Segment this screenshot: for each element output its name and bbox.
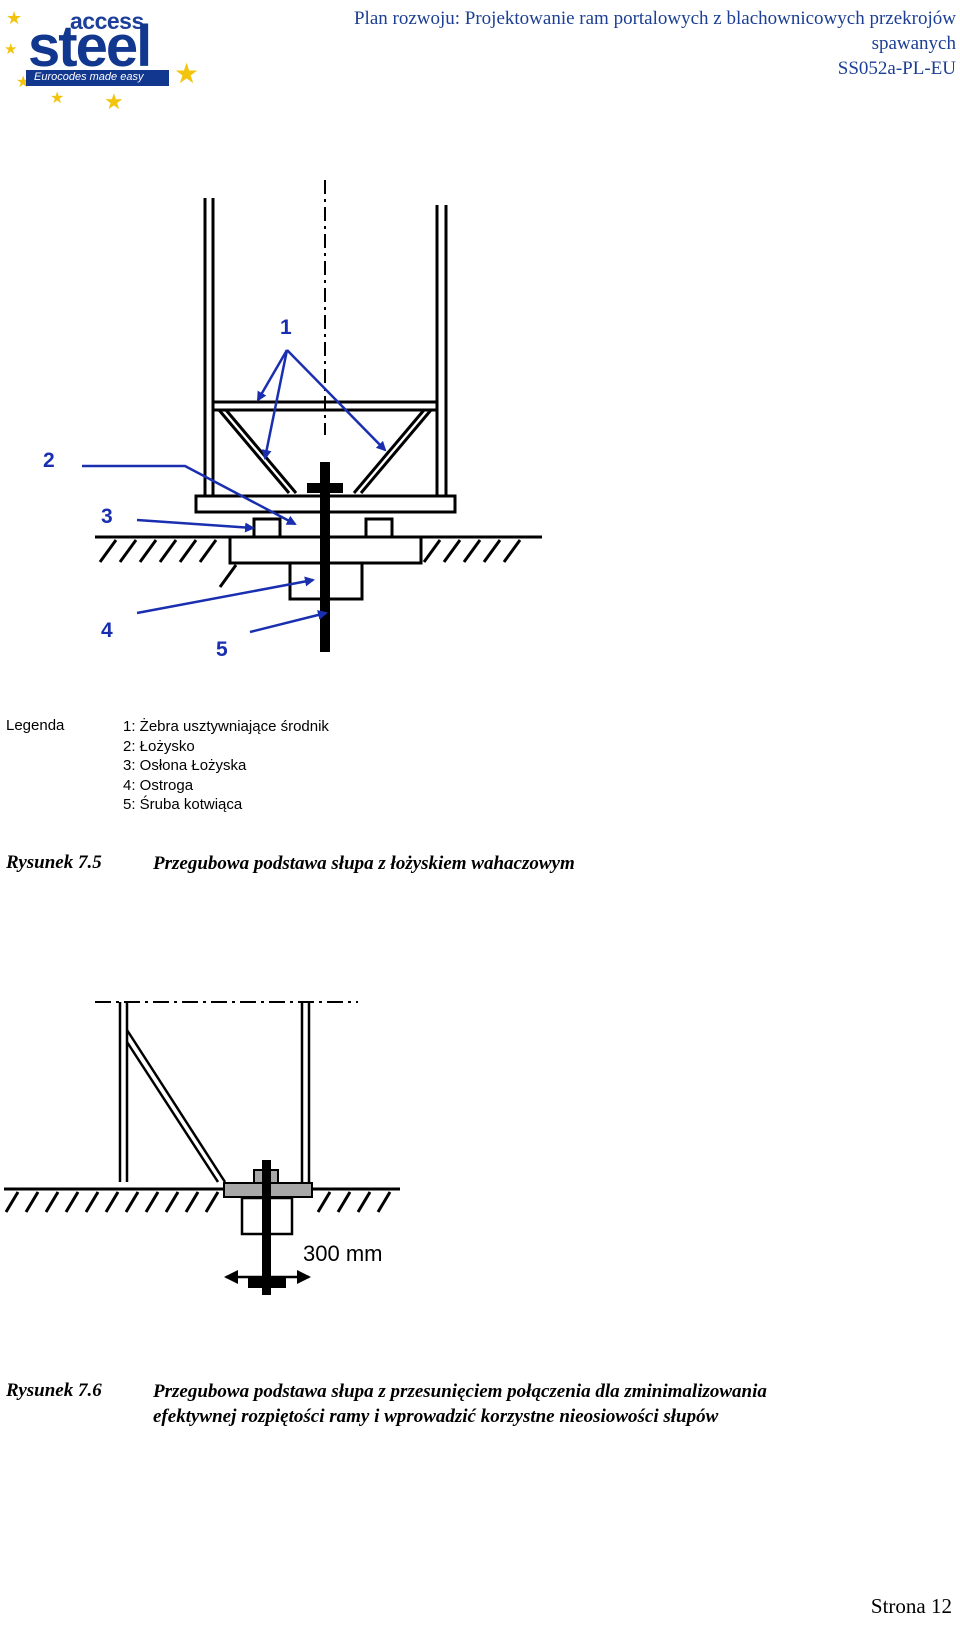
anchor-bolt-head — [307, 483, 343, 493]
logo-steel-text: steel — [28, 14, 152, 79]
legend-item: 2: Łożysko — [123, 737, 195, 755]
header-title-line1: Plan rozwoju: Projektowanie ram portalow… — [353, 8, 956, 29]
star-icon: ★ — [4, 40, 18, 58]
legend-label: Legenda — [6, 717, 65, 734]
legend-item: 5: Śruba kotwiąca — [123, 796, 243, 813]
logo-tagline-bar — [26, 70, 169, 86]
access-steel-logo: ★ ★ ★ ★ ★ ★ access steel Eurocodes made … — [4, 4, 209, 114]
page-number: Strona 12 — [870, 1594, 952, 1618]
callout-1: 1 — [280, 316, 292, 339]
anchor-bolt — [262, 1160, 271, 1295]
ground-hatching — [95, 535, 542, 588]
callout-2: 2 — [43, 449, 55, 472]
star-icon: ★ — [174, 57, 200, 90]
legend-item: 1: Żebra usztywniające środnik — [123, 718, 329, 735]
figure-7-5-number: Rysunek 7.5 — [6, 852, 102, 873]
figure-7-5-drawing — [0, 0, 960, 700]
anchor-bolt — [320, 462, 330, 652]
web-stiffeners — [213, 400, 437, 494]
figure-7-5-caption: Przegubowa podstawa słupa z łożyskiem wa… — [153, 853, 575, 874]
column-flanges — [118, 1002, 311, 1182]
web-stiffener — [125, 1029, 227, 1183]
bearing-block-left — [252, 517, 282, 539]
offset-base-diagram — [4, 1001, 400, 1295]
logo-access-text: access — [70, 8, 144, 34]
legend-item: 4: Ostroga — [123, 776, 194, 794]
star-icon: ★ — [104, 90, 124, 115]
document-header: Plan rozwoju: Projektowanie ram portalow… — [236, 6, 956, 81]
figure-7-6-number: Rysunek 7.6 — [6, 1380, 102, 1401]
anchor-bolt-base — [248, 1278, 286, 1288]
dimension-label: 300 mm — [303, 1241, 383, 1266]
header-title-line2: spawanych — [871, 33, 956, 54]
header-doc-code: SS052a-PL-EU — [837, 58, 956, 79]
rocker-bearing-base-diagram — [82, 180, 542, 652]
star-icon: ★ — [6, 8, 23, 29]
figure-7-6-caption-line1: Przegubowa podstawa słupa z przesunięcie… — [153, 1381, 767, 1402]
figure-7-6-caption: Przegubowa podstawa słupa z przesunięcie… — [153, 1379, 767, 1429]
callout-3: 3 — [101, 505, 113, 528]
star-icon: ★ — [50, 88, 65, 107]
ground-hatching — [4, 1187, 400, 1213]
legend-list: 1: Żebra usztywniające środnik 2: Łożysk… — [123, 717, 329, 815]
legend-item: 3: Osłona Łożyska — [123, 757, 247, 774]
callout-arrows — [82, 349, 387, 634]
figure-7-6-caption-line2: efektywnej rozpiętości ramy i wprowadzić… — [153, 1406, 719, 1427]
callout-5: 5 — [216, 638, 228, 661]
column-flanges — [203, 198, 448, 498]
bearing-block-right — [364, 517, 394, 539]
figure-7-6-drawing — [0, 980, 960, 1330]
logo-tagline: Eurocodes made easy — [34, 71, 144, 83]
callout-4: 4 — [101, 619, 113, 642]
